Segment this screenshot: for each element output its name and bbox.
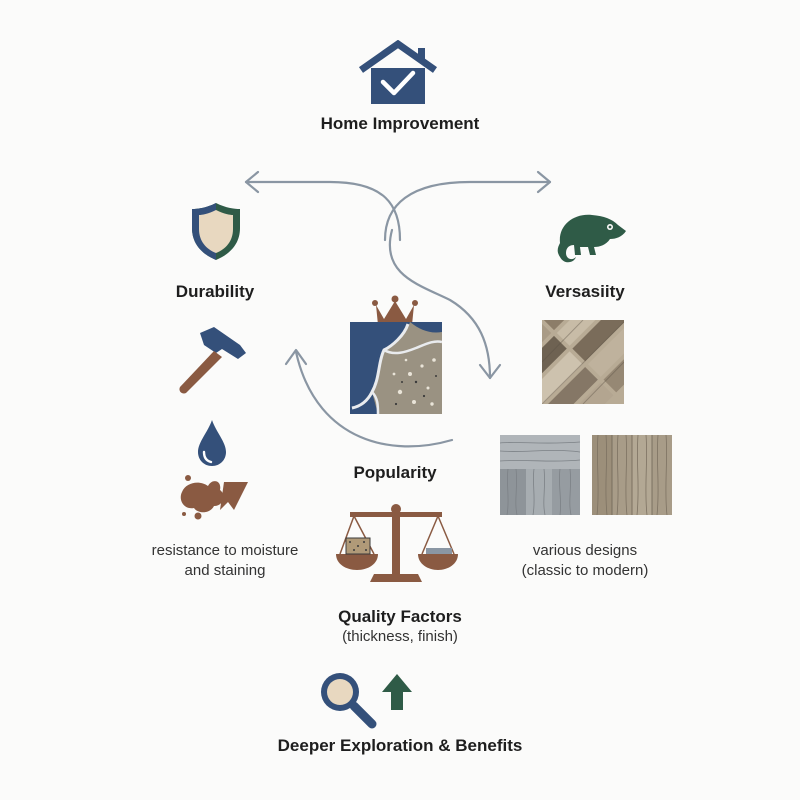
- quality-subtitle: (thickness, finish): [342, 628, 458, 645]
- arrow-return: [294, 350, 454, 448]
- house-check-icon: [353, 40, 443, 106]
- magnifier-icon: [316, 668, 378, 730]
- arrow-to-durability: [244, 180, 402, 242]
- stone-tile-icon: [350, 322, 442, 414]
- bottom-title: Deeper Exploration & Benefits: [277, 736, 523, 755]
- up-arrow-icon: [380, 672, 414, 712]
- herringbone-tile-icon: [542, 320, 624, 404]
- water-drop-icon: [194, 418, 230, 468]
- quality-title: Quality Factors: [338, 607, 462, 626]
- oak-wood-tile-icon: [592, 435, 672, 515]
- versatility-desc-1: various designs: [532, 542, 638, 559]
- center-title: Home Improvement: [320, 114, 480, 133]
- durability-title: Durability: [175, 282, 255, 301]
- balance-scale-icon: [334, 502, 458, 590]
- versatility-desc-2: (classic to modern): [521, 562, 649, 579]
- chameleon-icon: [552, 205, 630, 267]
- arrow-to-versatility: [383, 180, 552, 242]
- stain-icon: [176, 470, 254, 524]
- durability-desc-1: resistance to moisture: [151, 542, 299, 559]
- grey-wood-tile-icon: [500, 435, 580, 515]
- arrow-to-popularity: [388, 228, 492, 380]
- durability-desc-2: and staining: [184, 562, 266, 579]
- shield-icon: [188, 200, 244, 262]
- hammer-icon: [170, 325, 252, 400]
- versatility-title: Versasiity: [545, 282, 625, 301]
- popularity-title: Popularity: [353, 463, 437, 482]
